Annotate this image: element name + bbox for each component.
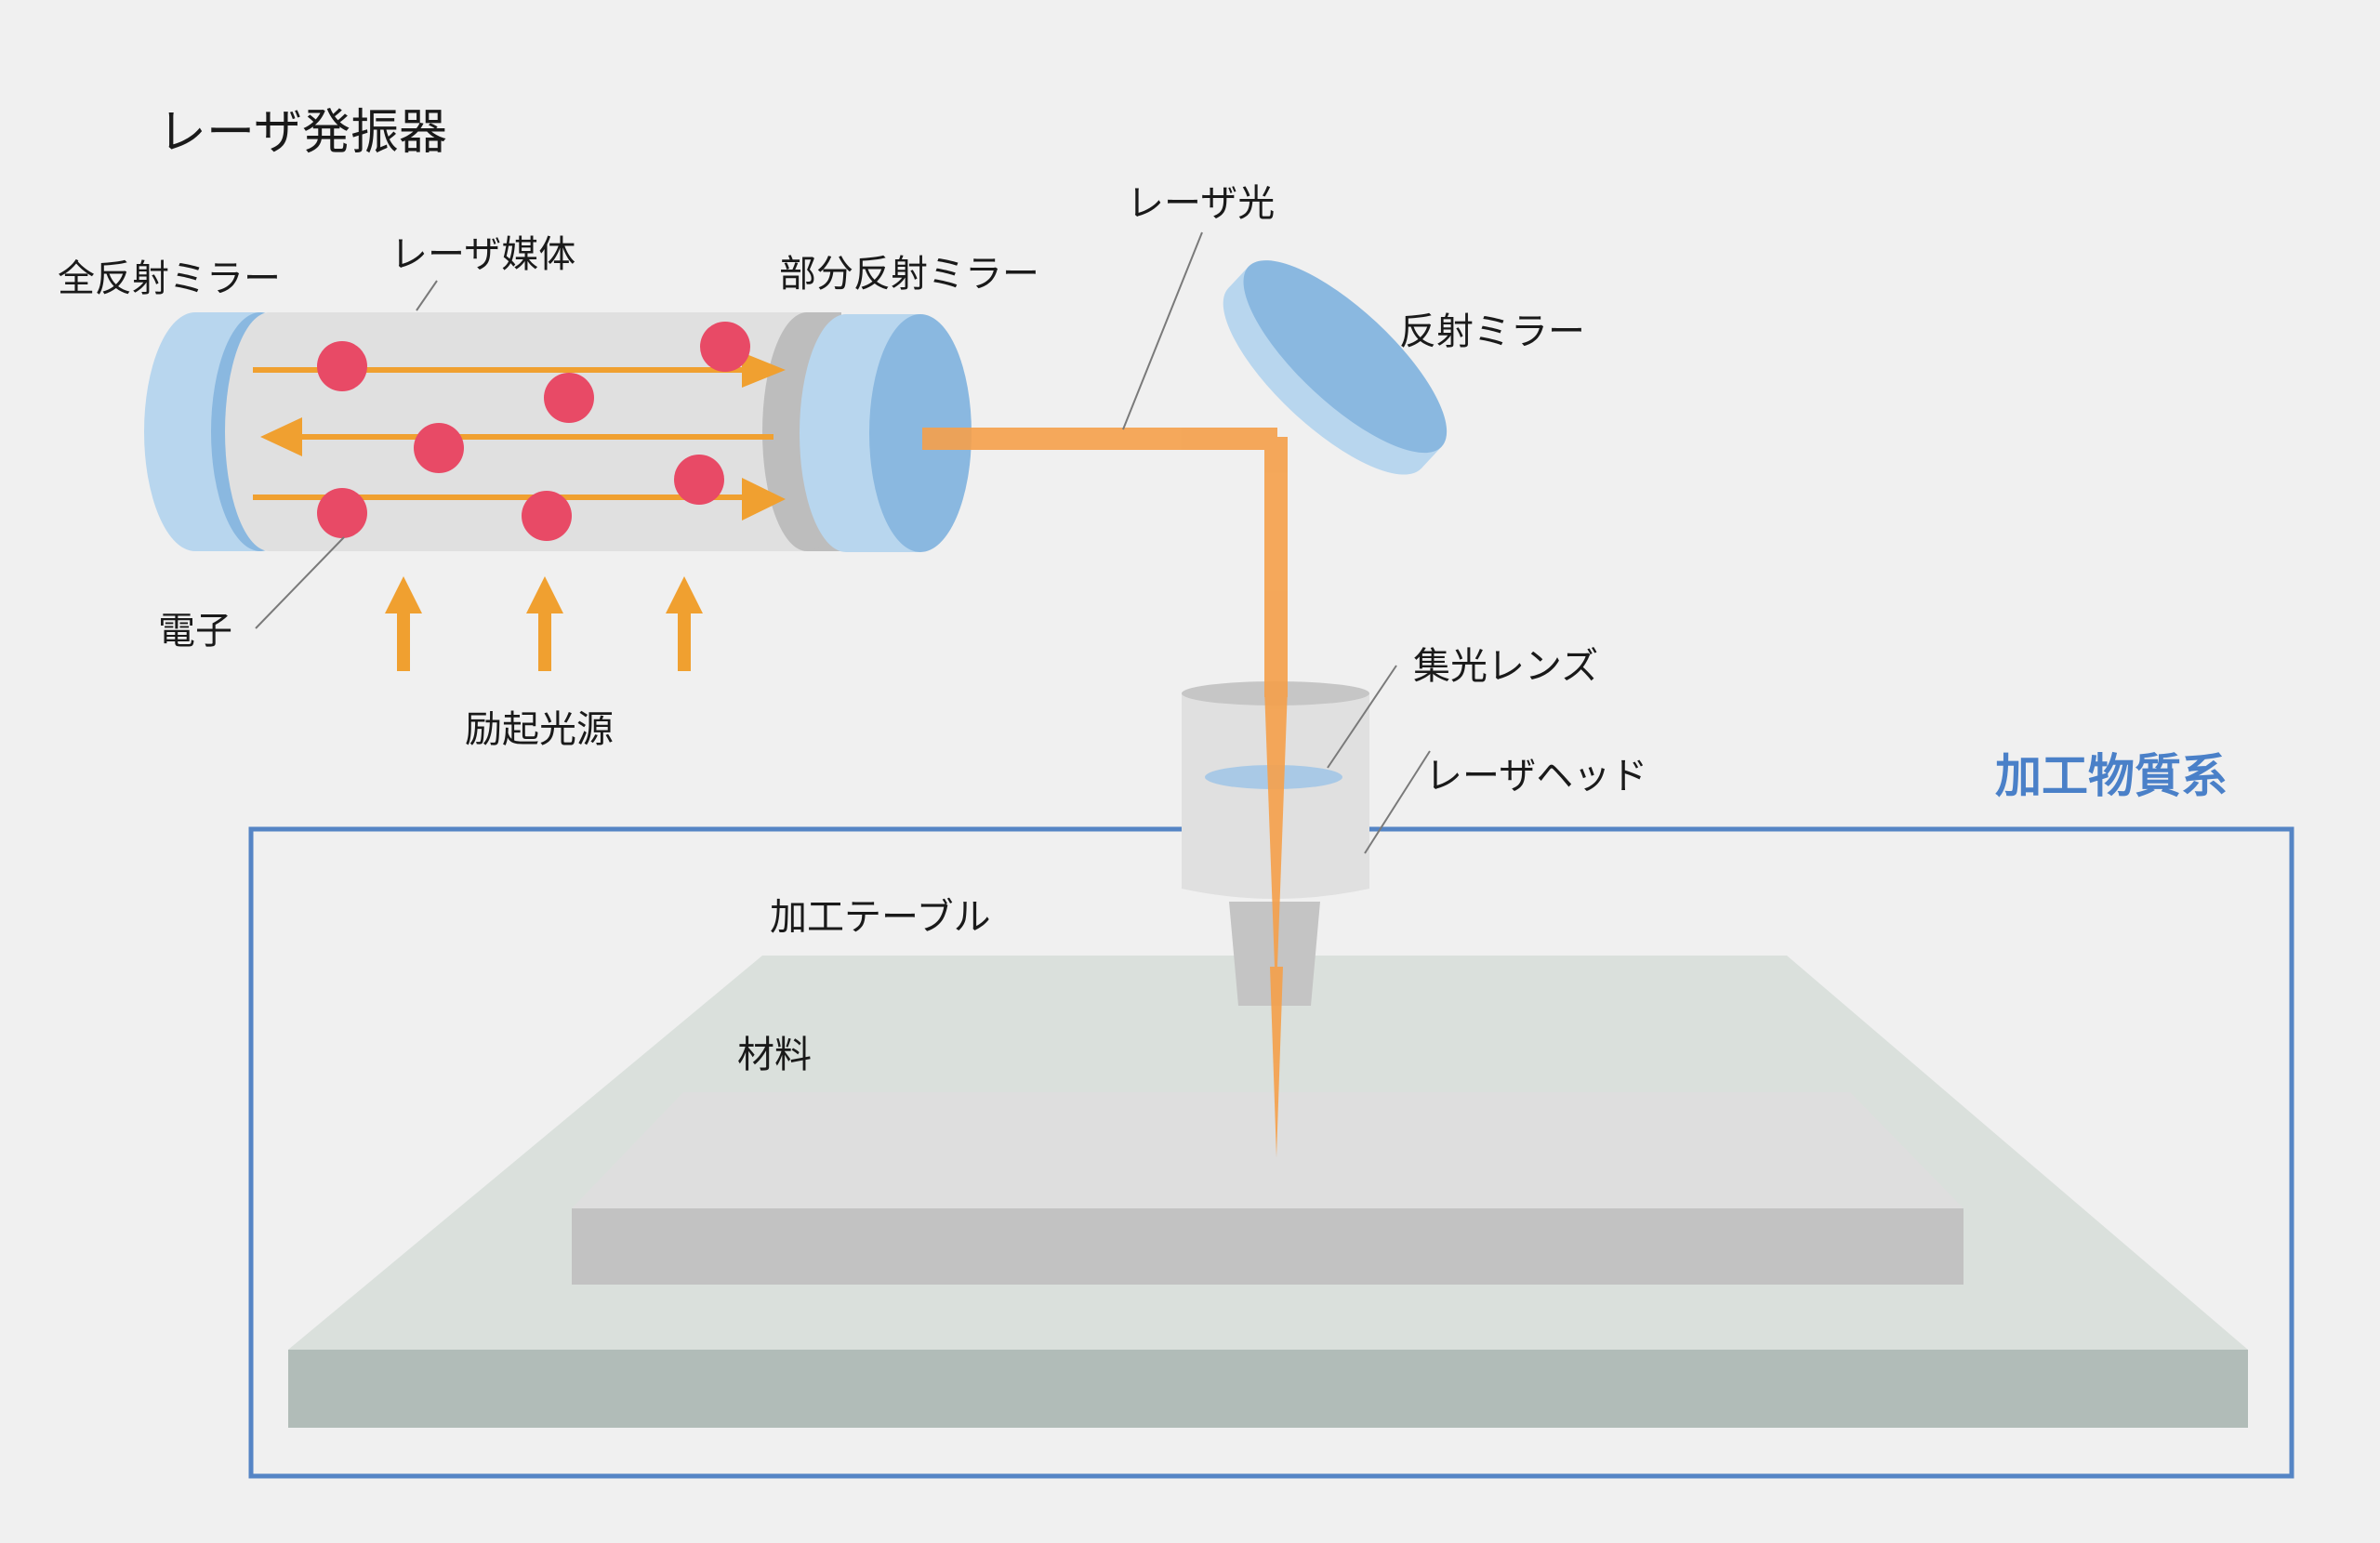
laser-oscillator — [144, 312, 972, 671]
material-label: 材料 — [737, 1034, 812, 1076]
material-front — [572, 1208, 1964, 1285]
medium-label: レーザ媒体 — [390, 233, 575, 276]
material-top — [572, 1092, 1964, 1208]
workpiece-system-title: 加工物質系 — [1995, 749, 2228, 803]
electron-particle — [700, 322, 750, 372]
electron-particle — [414, 423, 464, 473]
arrow-right-icon — [742, 352, 786, 388]
leader-electron — [255, 536, 345, 629]
electron-particle — [317, 341, 367, 391]
arrow-up-icon — [666, 576, 703, 613]
electrons — [317, 322, 750, 541]
laser-light-label: レーザ光 — [1127, 182, 1275, 225]
leader-medium — [416, 280, 438, 311]
reflect-mirror-label: 反射ミラー — [1399, 310, 1585, 353]
leader-focus-lens — [1327, 665, 1397, 769]
pump-source-label: 励起光源 — [465, 708, 614, 751]
table-front — [288, 1350, 2248, 1428]
arrow-up-icon — [526, 576, 563, 613]
electron-particle — [544, 373, 594, 423]
laser-beam — [922, 428, 1288, 1157]
table-label: 加工テーブル — [770, 896, 991, 939]
oscillator-title: レーザ発振器 — [158, 105, 447, 161]
leader-laser-head — [1364, 750, 1431, 854]
laser-head-label: レーザヘッド — [1425, 755, 1647, 798]
partial-mirror-label: 部分反射ミラー — [779, 253, 1039, 296]
arrow-left-icon — [260, 417, 302, 456]
electron-particle — [522, 491, 572, 541]
arrow-right-icon — [742, 478, 786, 521]
partial-reflection-mirror — [800, 314, 972, 552]
arrow-up-icon — [385, 576, 422, 613]
reflection-mirror — [1223, 260, 1448, 475]
electron-particle — [674, 455, 724, 505]
focus-lens-label: 集光レンズ — [1413, 645, 1598, 688]
electron-label: 電子 — [158, 610, 232, 653]
electron-particle — [317, 488, 367, 538]
full-mirror-label: 全反射ミラー — [58, 257, 281, 300]
leader-laser-light — [1122, 231, 1203, 430]
pump-arrows — [385, 576, 703, 671]
